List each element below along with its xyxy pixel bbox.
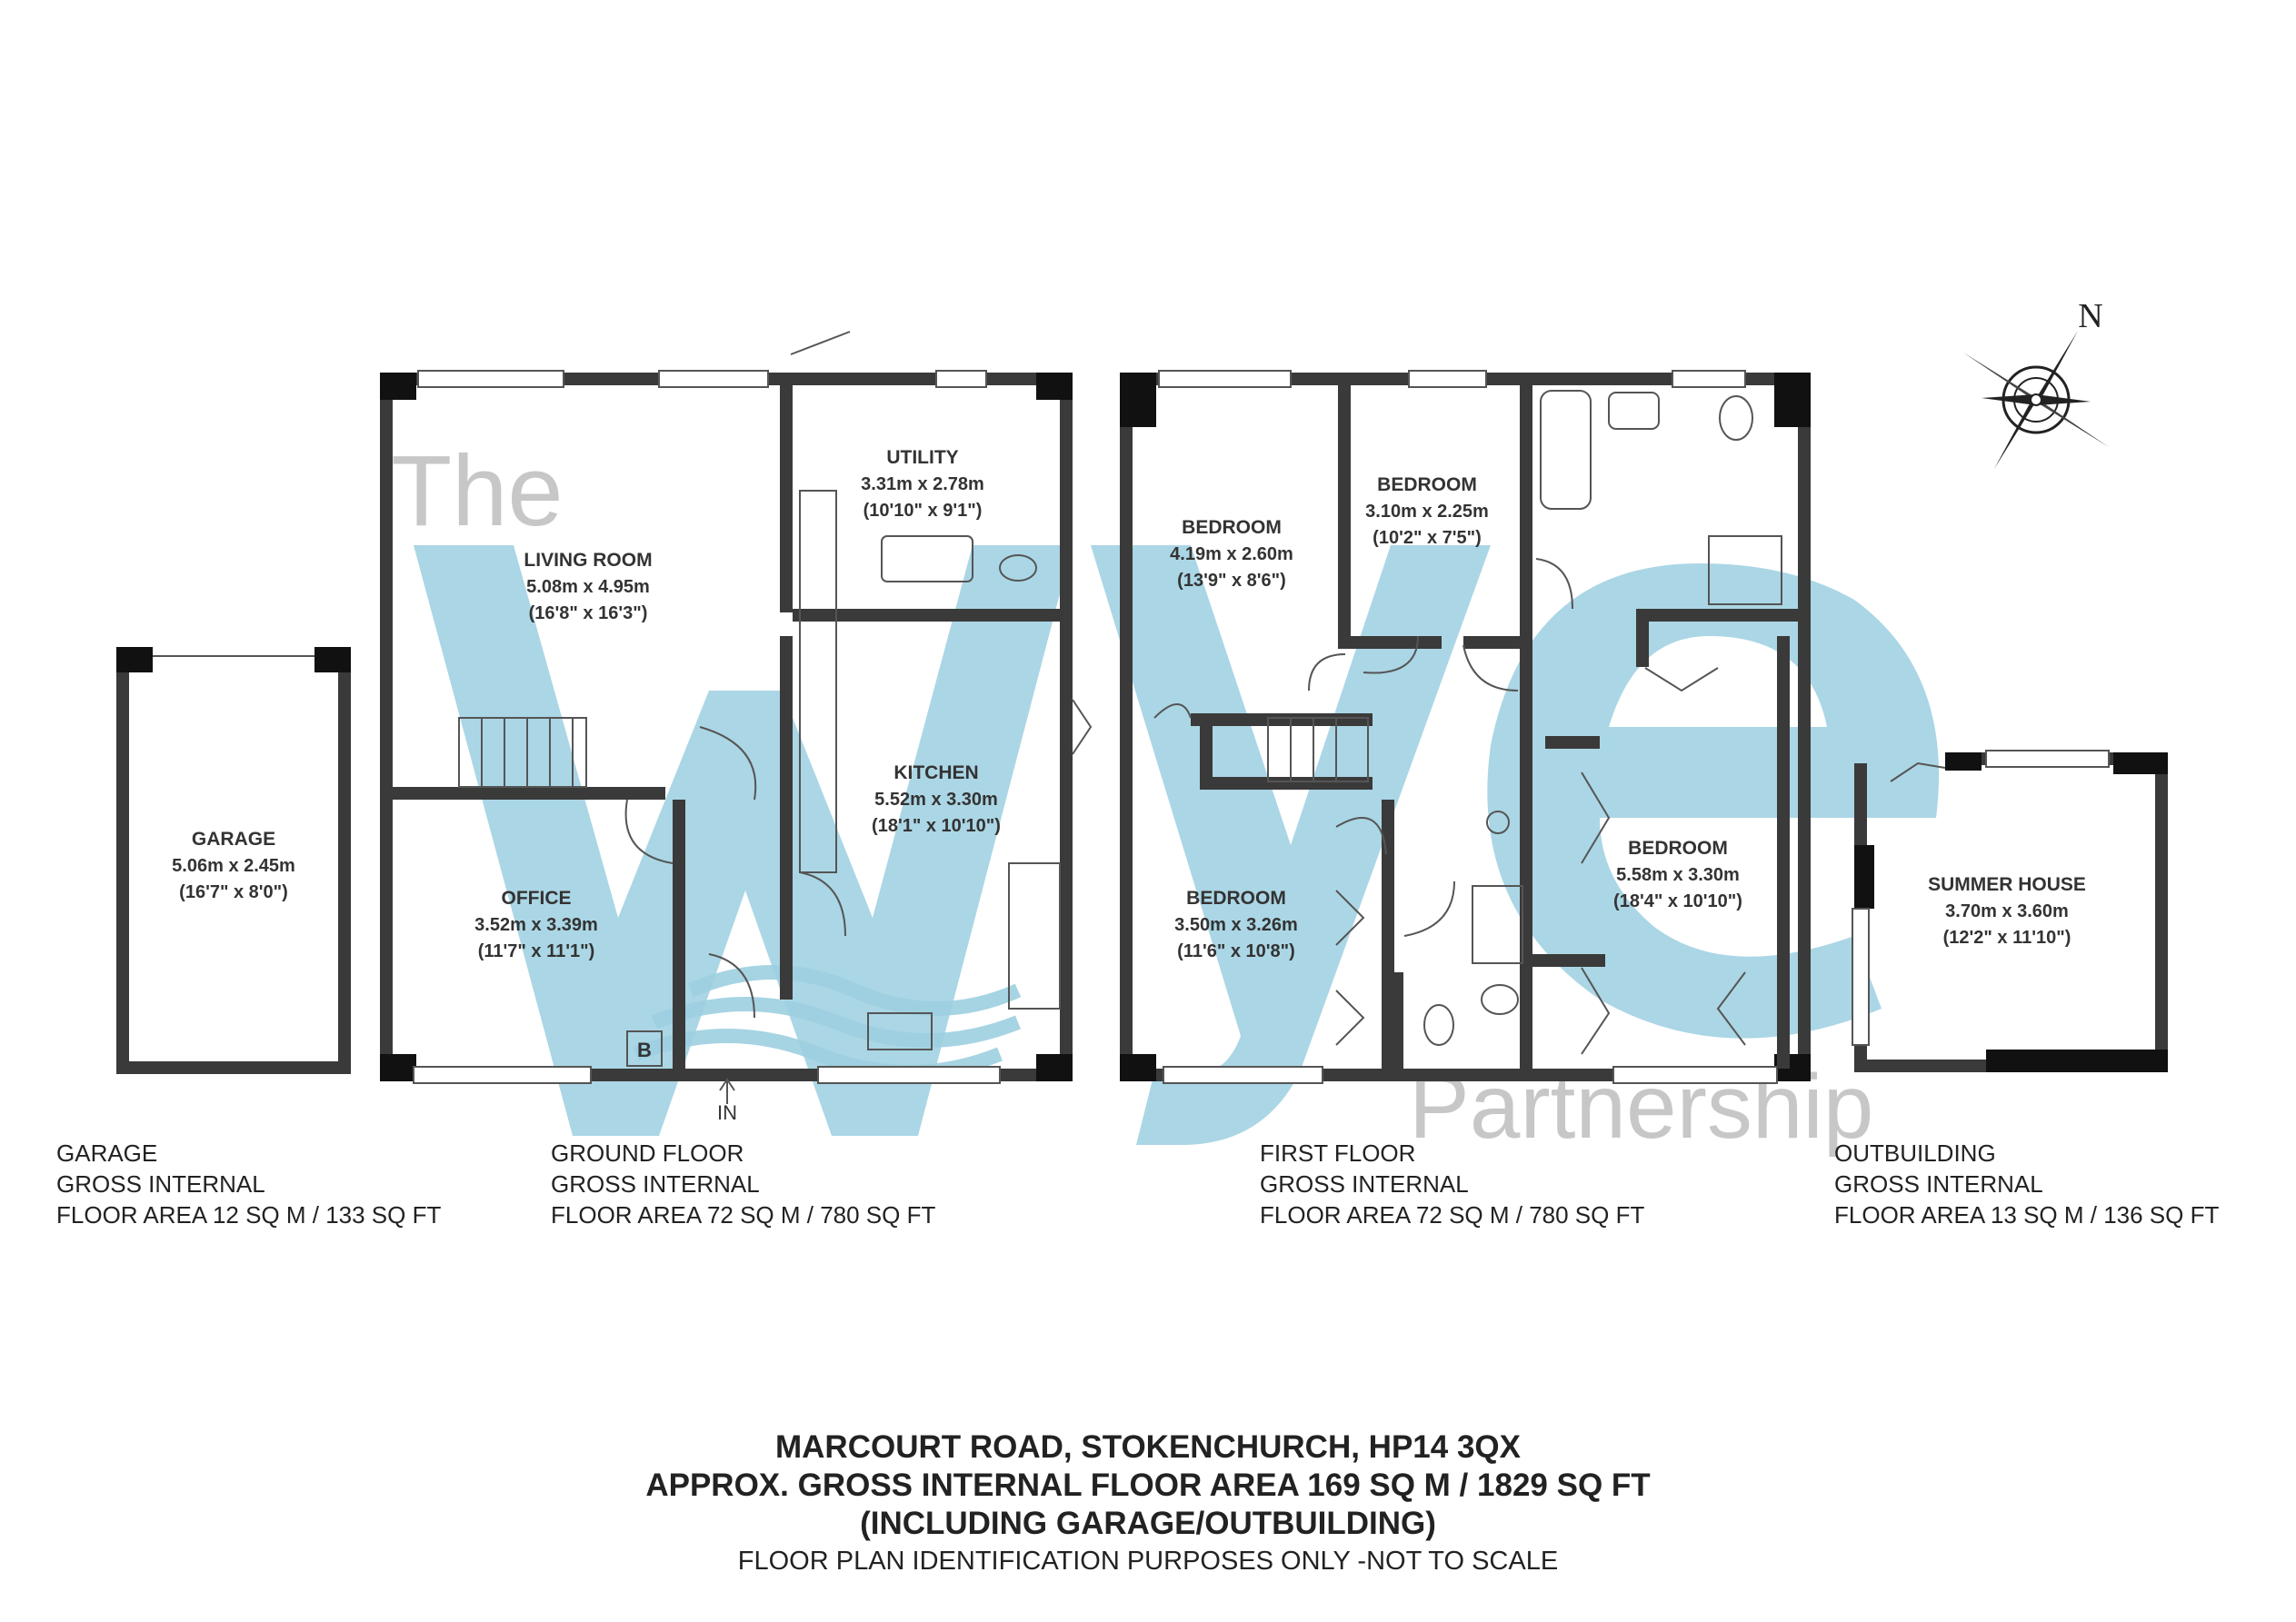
ground-area-line1: GROUND FLOOR [551, 1139, 744, 1167]
property-address: MARCOURT ROAD, STOKENCHURCH, HP14 3QX [775, 1429, 1521, 1465]
ground-floor-area-caption: GROUND FLOOR GROSS INTERNAL FLOOR AREA 7… [551, 1138, 935, 1230]
garage-plan: GARAGE 5.06m x 2.45m (16'7" x 8'0") [116, 647, 351, 1074]
utility-metric: 3.31m x 2.78m [861, 474, 984, 494]
living-room-metric: 5.08m x 4.95m [526, 577, 650, 597]
summer-house-metric: 3.70m x 3.60m [1945, 901, 2069, 921]
bedroom-2-metric: 3.10m x 2.25m [1365, 502, 1489, 522]
bedroom-3-metric: 3.50m x 3.26m [1174, 915, 1298, 935]
bedroom-2-name: BEDROOM [1377, 474, 1477, 495]
garage-area-line2: GROSS INTERNAL [56, 1170, 265, 1198]
watermark-the: The [391, 435, 564, 547]
garage-area-caption: GARAGE GROSS INTERNAL FLOOR AREA 12 SQ M… [56, 1138, 441, 1230]
summer-house-imperial: (12'2" x 11'10") [1943, 928, 2071, 948]
utility-name: UTILITY [886, 447, 958, 468]
garage-area-line3: FLOOR AREA 12 SQ M / 133 SQ FT [56, 1201, 442, 1229]
bedroom-4-name: BEDROOM [1628, 838, 1728, 859]
bedroom-1-name: BEDROOM [1182, 517, 1282, 538]
ground-floor-plan: B IN LIVING ROOM 5.08m x 4.95m (16'8" x … [380, 331, 1093, 1124]
bedroom-2-imperial: (10'2" x 7'5") [1373, 528, 1482, 548]
first-area-line3: FLOOR AREA 72 SQ M / 780 SQ FT [1260, 1201, 1645, 1229]
first-floor-plan: BEDROOM 4.19m x 2.60m (13'9" x 8'6") BED… [1120, 370, 1811, 1084]
including-note: (INCLUDING GARAGE/OUTBUILDING) [860, 1506, 1436, 1541]
summer-house-plan: SUMMER HOUSE 3.70m x 3.60m (12'2" x 11'1… [1852, 750, 2168, 1072]
garage-metric: 5.06m x 2.45m [172, 856, 295, 876]
ground-stairs [458, 717, 587, 788]
bedroom-1-imperial: (13'9" x 8'6") [1177, 571, 1286, 591]
garage-name: GARAGE [192, 829, 275, 850]
ground-area-line3: FLOOR AREA 72 SQ M / 780 SQ FT [551, 1201, 936, 1229]
garage-area-line1: GARAGE [56, 1139, 158, 1167]
living-room-name: LIVING ROOM [524, 550, 652, 571]
bedroom-3-name: BEDROOM [1186, 888, 1286, 909]
first-area-line1: FIRST FLOOR [1260, 1139, 1416, 1167]
compass-rose-icon: N [1963, 297, 2109, 469]
bedroom-4-metric: 5.58m x 3.30m [1616, 865, 1740, 885]
outbuilding-area-line2: GROSS INTERNAL [1834, 1170, 2043, 1198]
utility-imperial: (10'10" x 9'1") [863, 501, 983, 521]
first-stairs [1267, 717, 1369, 782]
north-label: N [2078, 297, 2102, 335]
kitchen-metric: 5.52m x 3.30m [874, 790, 998, 810]
living-room-imperial: (16'8" x 16'3") [529, 603, 648, 623]
first-area-line2: GROSS INTERNAL [1260, 1170, 1469, 1198]
bedroom-4-imperial: (18'4" x 10'10") [1613, 891, 1742, 911]
outbuilding-area-caption: OUTBUILDING GROSS INTERNAL FLOOR AREA 13… [1834, 1138, 2219, 1230]
summer-house-name: SUMMER HOUSE [1928, 874, 2086, 895]
ground-area-line2: GROSS INTERNAL [551, 1170, 760, 1198]
first-floor-area-caption: FIRST FLOOR GROSS INTERNAL FLOOR AREA 72… [1260, 1138, 1644, 1230]
total-floor-area: APPROX. GROSS INTERNAL FLOOR AREA 169 SQ… [645, 1468, 1651, 1503]
office-name: OFFICE [502, 888, 572, 909]
outbuilding-area-line3: FLOOR AREA 13 SQ M / 136 SQ FT [1834, 1201, 2220, 1229]
disclaimer: FLOOR PLAN IDENTIFICATION PURPOSES ONLY … [737, 1547, 1559, 1576]
entrance-marker: IN [717, 1101, 737, 1124]
bedroom-1-metric: 4.19m x 2.60m [1170, 544, 1293, 564]
kitchen-name: KITCHEN [893, 762, 978, 783]
office-metric: 3.52m x 3.39m [474, 915, 598, 935]
office-imperial: (11'7" x 11'1") [478, 941, 595, 961]
plan-footer: MARCOURT ROAD, STOKENCHURCH, HP14 3QX AP… [0, 1428, 2296, 1577]
bedroom-3-imperial: (11'6" x 10'8") [1177, 941, 1295, 961]
boiler-marker: B [637, 1039, 652, 1061]
garage-imperial: (16'7" x 8'0") [179, 882, 288, 902]
brand-watermark: The Partnership [391, 435, 1940, 1158]
outbuilding-area-line1: OUTBUILDING [1834, 1139, 1996, 1167]
kitchen-imperial: (18'1" x 10'10") [872, 816, 1001, 836]
